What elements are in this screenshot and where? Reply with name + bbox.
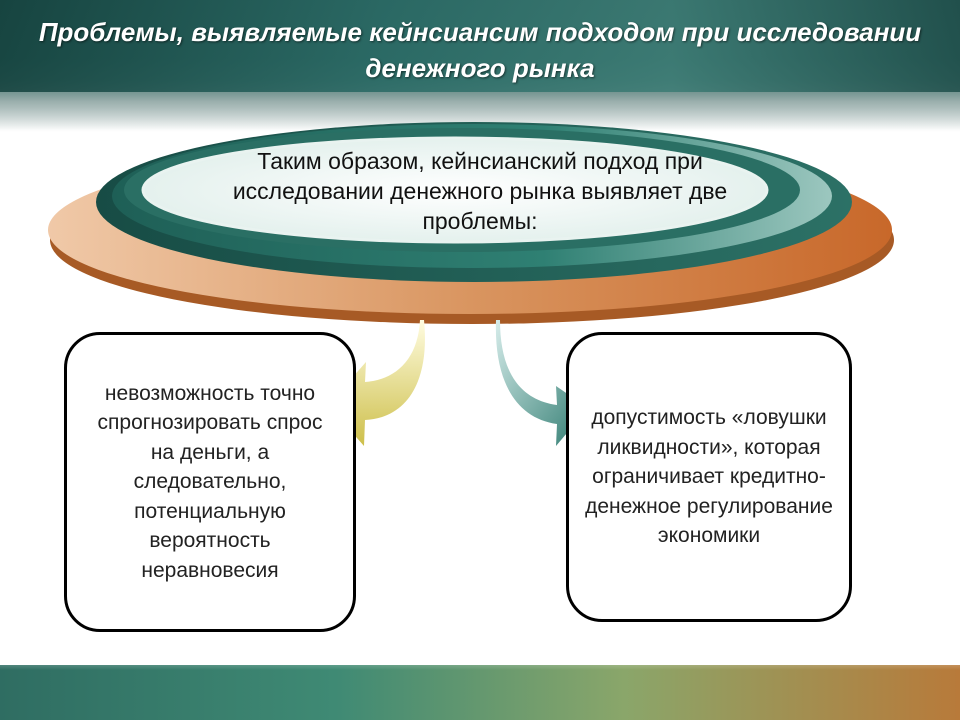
summary-text: Таким образом, кейнсианский подход при и… [232, 148, 728, 234]
footer-band [0, 665, 960, 720]
inner-ellipse [141, 136, 769, 244]
problem-text-left: невозможность точно спрогнозировать спро… [97, 381, 323, 582]
problem-text-right: допустимость «ловушки ликвидности», кото… [585, 406, 833, 548]
header-background [0, 0, 960, 132]
header-band [0, 0, 960, 92]
slide-title: Проблемы, выявляемые кейнсиансим подходо… [38, 17, 922, 83]
footer-fade [0, 640, 960, 670]
problem-box-left: невозможность точно спрогнозировать спро… [64, 332, 356, 632]
problem-box-right: допустимость «ловушки ликвидности», кото… [566, 332, 852, 622]
right-curved-arrow [495, 320, 588, 446]
